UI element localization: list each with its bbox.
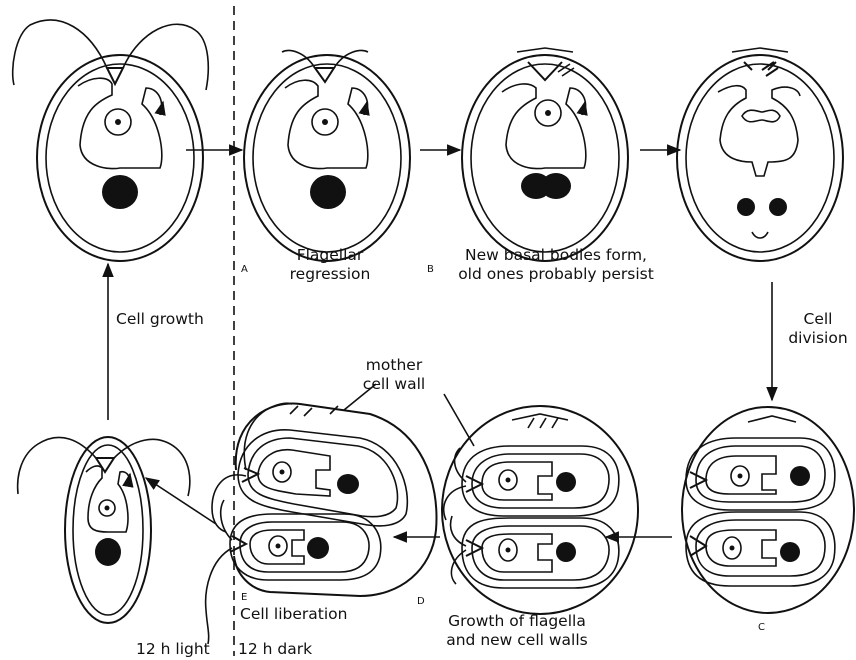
stage-tag-d: D [417, 596, 425, 607]
label-flagellar-regression: Flagellar regression [270, 246, 390, 284]
cell-new-basal-bodies [462, 48, 628, 261]
mother-wall-pointer-d [444, 394, 474, 446]
process-arrows [108, 150, 772, 537]
label-cell-growth: Cell growth [116, 310, 204, 329]
stage-tag-a: A [241, 264, 248, 275]
label-cell-division: Cell division [782, 310, 854, 348]
cell-flagellate-mature [13, 20, 209, 261]
cell-division-stage-c [682, 407, 854, 613]
label-mother-cell-wall: mother cell wall [340, 356, 448, 394]
cell-liberated-daughter [18, 437, 190, 623]
cell-nuclear-division [677, 48, 843, 261]
stage-tag-c: C [758, 622, 765, 633]
label-light-period: 12 h light [136, 640, 210, 659]
stage-tag-b: B [427, 264, 434, 275]
cell-growth-of-flagella-stage-d [442, 406, 638, 614]
stage-tag-e: E [241, 592, 247, 603]
label-new-basal-bodies: New basal bodies form, old ones probably… [446, 246, 666, 284]
arrow-to-daughter [146, 478, 216, 524]
label-dark-period: 12 h dark [238, 640, 312, 659]
cell-flagellar-regression [244, 51, 410, 261]
label-growth-of-flagella: Growth of flagella and new cell walls [422, 612, 612, 650]
label-cell-liberation: Cell liberation [240, 605, 347, 624]
